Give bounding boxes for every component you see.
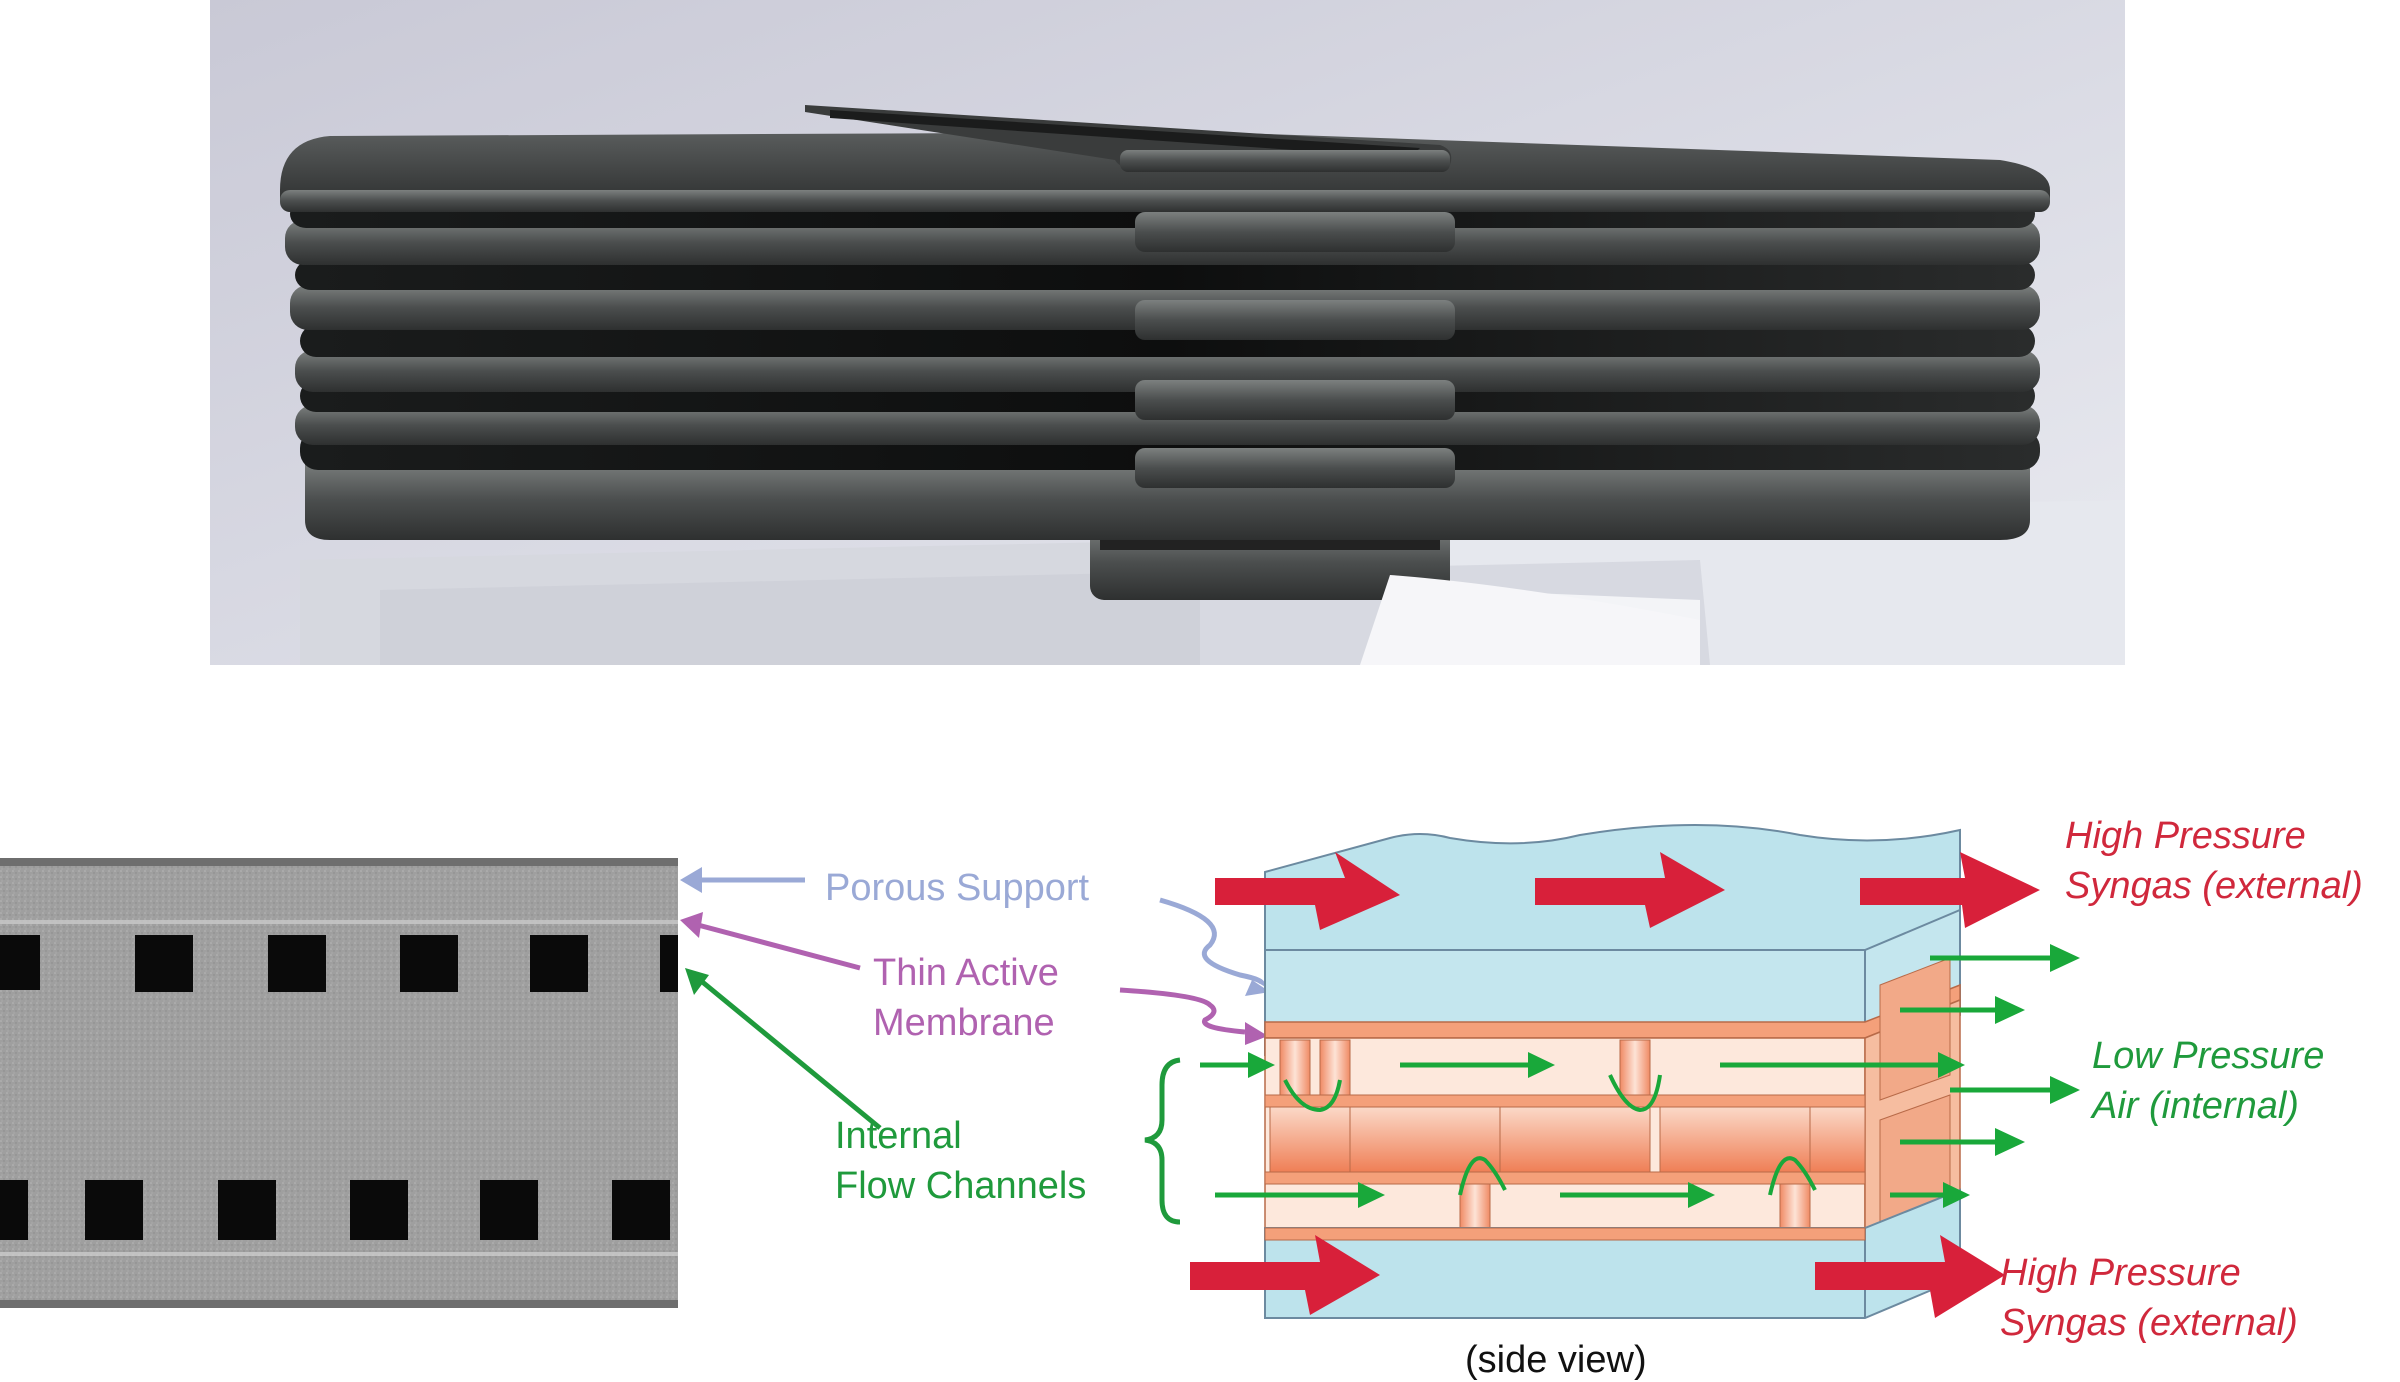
thin-active-membrane-label-line1: Thin Active xyxy=(873,952,1059,994)
label-pointers xyxy=(680,867,1270,1130)
internal-flow-label-line2: Flow Channels xyxy=(835,1165,1086,1207)
plate-stack xyxy=(280,105,2050,600)
side-view-caption: (side view) xyxy=(1465,1339,1647,1381)
syngas-arrows xyxy=(1190,852,2040,1318)
flow-channels-bracket xyxy=(1144,1057,1181,1225)
hp-syngas-bottom-label-line2: Syngas (external) xyxy=(2000,1302,2298,1344)
hp-syngas-top-label-line2: Syngas (external) xyxy=(2065,865,2363,907)
stack-photo xyxy=(210,0,2125,665)
thin-active-membrane-label-line2: Membrane xyxy=(873,1002,1055,1044)
membrane-schematic xyxy=(1264,824,1961,1319)
hp-syngas-top-label-line1: High Pressure xyxy=(2065,815,2306,857)
lp-air-label-line2: Air (internal) xyxy=(2090,1085,2299,1127)
hp-syngas-bottom-label-line1: High Pressure xyxy=(2000,1252,2241,1294)
air-arrows xyxy=(1200,944,2080,1208)
porous-support-label: Porous Support xyxy=(825,867,1089,909)
cross-section-photo xyxy=(0,858,678,1308)
internal-flow-label-line1: Internal xyxy=(835,1115,962,1157)
lp-air-label-line1: Low Pressure xyxy=(2092,1035,2324,1077)
